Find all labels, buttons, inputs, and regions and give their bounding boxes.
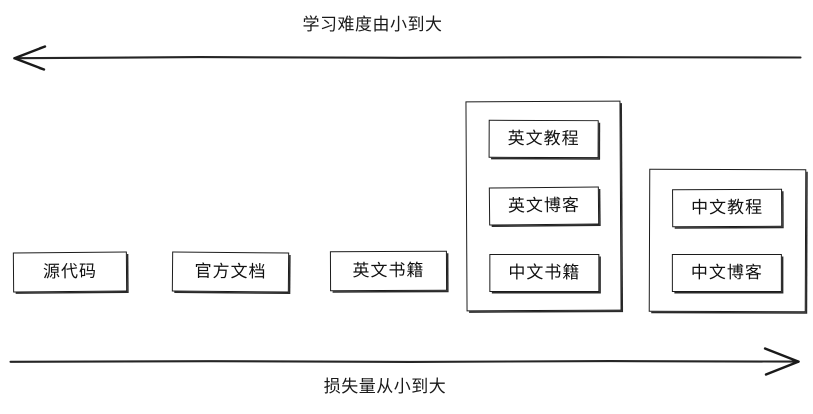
node-chinese-blogs[interactable]: 中文博客 [671, 253, 782, 293]
top-axis-label: 学习难度由小到大 [302, 15, 443, 35]
node-chinese-tutorials[interactable]: 中文教程 [672, 188, 783, 228]
node-label: 英文教程 [507, 128, 580, 149]
group-english-resources: 英文教程 英文博客 中文书籍 [465, 100, 622, 312]
node-label: 官方文档 [194, 261, 267, 282]
node-label: 中文博客 [690, 262, 763, 283]
node-official-docs[interactable]: 官方文档 [171, 251, 290, 293]
node-chinese-books[interactable]: 中文书籍 [489, 253, 600, 292]
bottom-axis-label: 损失量从小到大 [323, 377, 447, 397]
node-source-code[interactable]: 源代码 [12, 251, 128, 293]
node-english-blogs[interactable]: 英文博客 [488, 186, 600, 226]
node-label: 英文博客 [507, 195, 581, 216]
top-axis-arrow [13, 45, 802, 71]
group-chinese-resources: 中文教程 中文博客 [648, 168, 807, 313]
node-english-tutorials[interactable]: 英文教程 [488, 119, 599, 159]
node-label: 英文书籍 [352, 260, 425, 281]
node-label: 源代码 [42, 261, 98, 282]
node-english-books[interactable]: 英文书籍 [329, 250, 448, 292]
node-label: 中文教程 [691, 197, 764, 218]
node-label: 中文书籍 [508, 262, 581, 283]
bottom-axis-arrow [9, 347, 800, 376]
